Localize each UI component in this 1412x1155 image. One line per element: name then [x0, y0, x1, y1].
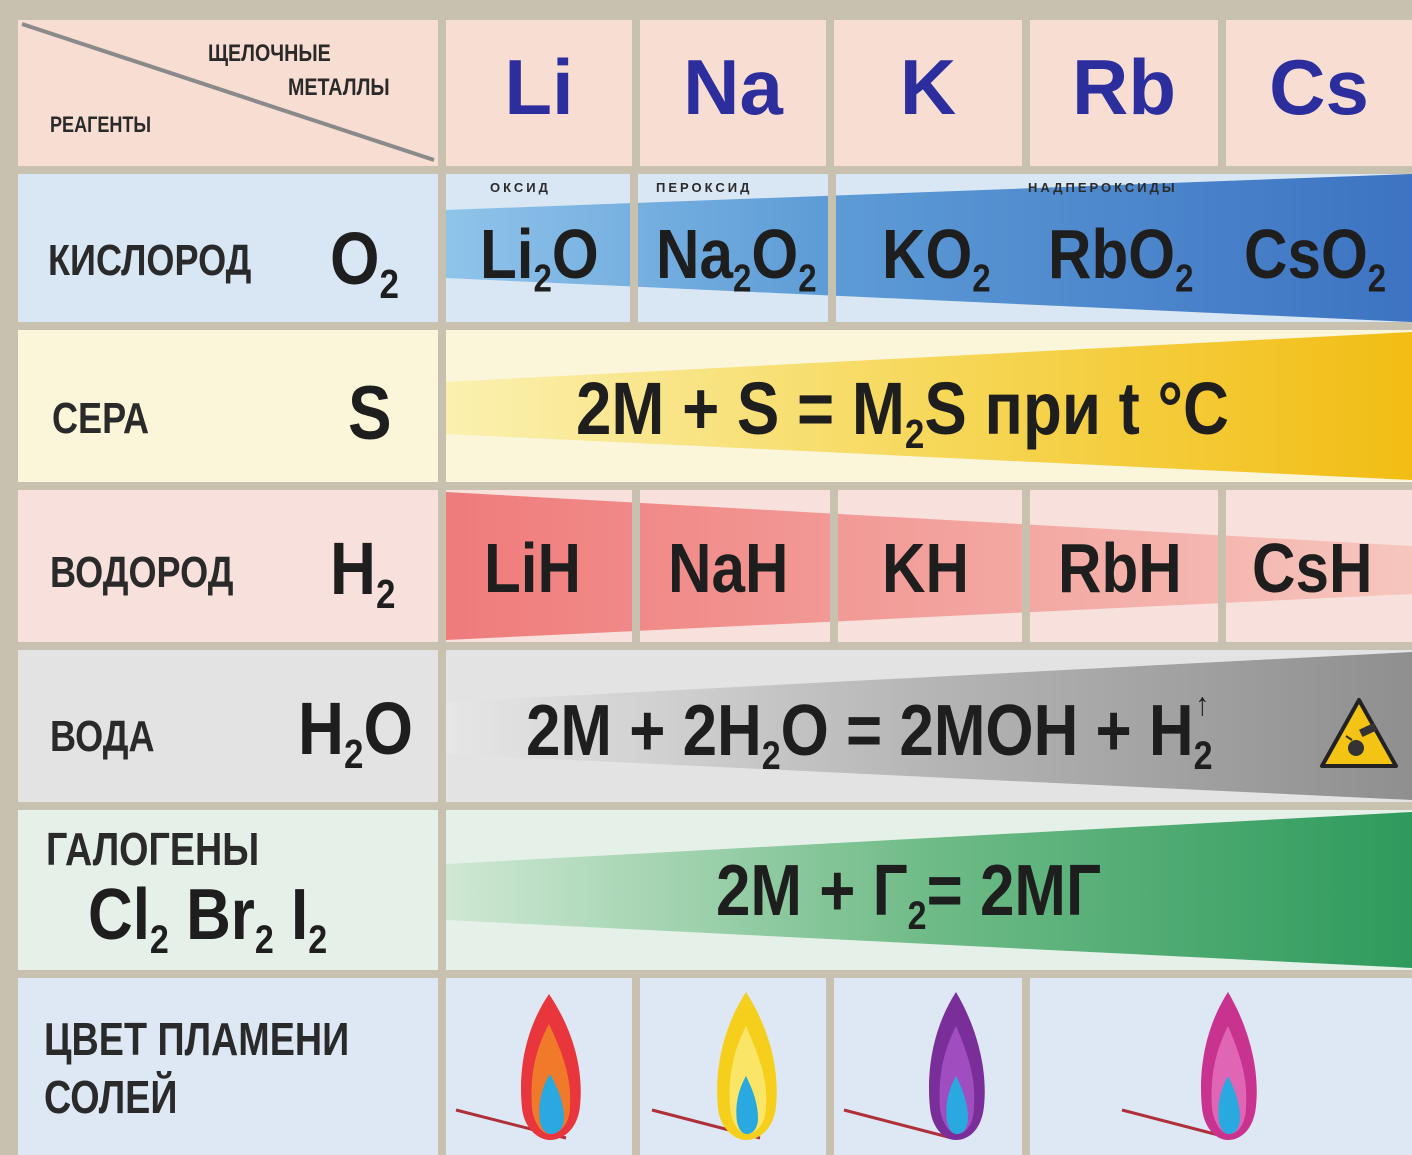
metal-header-rb: Rb [1030, 20, 1218, 166]
flame-violet-icon [843, 992, 985, 1140]
flame-yellow-icon [651, 992, 777, 1140]
sulfur-reaction-area: 2M + S = M2S при t °C [446, 330, 1412, 482]
product-kh: KH [882, 529, 969, 607]
type-peroxide: ПЕРОКСИД [656, 180, 753, 195]
reagent-oxygen: КИСЛОРОД O2 [18, 174, 438, 322]
oxygen-products-area: ОКСИД ПЕРОКСИД НАДПЕРОКСИДЫ Li2O Na2O2 K… [446, 174, 1412, 322]
reagent-sulfur-formula: S [348, 371, 392, 456]
sulfur-wedge [446, 332, 1412, 480]
flame-color-label-line1: ЦВЕТ ПЛАМЕНИ [44, 1013, 350, 1065]
reagent-flame-color: ЦВЕТ ПЛАМЕНИ СОЛЕЙ [18, 978, 438, 1155]
flame-rb-cs-cell [1030, 978, 1412, 1155]
product-rbo2: RbO2 [1048, 215, 1194, 301]
product-li2o: Li2O [480, 215, 599, 301]
reagent-oxygen-formula: O2 [330, 217, 399, 308]
reagent-water: ВОДА H2O [18, 650, 438, 802]
hydrogen-products-area: LiH NaH KH RbH CsH [446, 490, 1412, 642]
sulfur-equation: 2M + S = M2S при t °C [576, 367, 1229, 458]
product-nah: NaH [668, 529, 789, 607]
reagent-sulfur-label: СЕРА [52, 394, 150, 443]
reagent-halogens: ГАЛОГЕНЫ Cl2 Br2 I2 [18, 810, 438, 970]
halogens-reaction-area: 2M + Г2= 2МГ [446, 810, 1412, 970]
oxygen-wedge [446, 174, 1412, 322]
reagent-water-label: ВОДА [50, 712, 155, 761]
reagent-sulfur: СЕРА S [18, 330, 438, 482]
metal-header-cs: Cs [1226, 20, 1412, 166]
product-ko2: KO2 [882, 215, 991, 301]
metal-header-k: K [834, 20, 1022, 166]
reagent-halogens-label: ГАЛОГЕНЫ [46, 823, 260, 875]
type-superoxides: НАДПЕРОКСИДЫ [1028, 180, 1178, 195]
water-equation: 2M + 2H2O = 2MOH + H2↑ [526, 686, 1213, 778]
metals-label-line1: ЩЕЛОЧНЫЕ [208, 40, 331, 67]
flame-k-cell [834, 978, 1022, 1155]
reagent-water-formula: H2O [298, 687, 413, 778]
reagent-halogens-formulas: Cl2 Br2 I2 [88, 875, 328, 962]
type-oxide: ОКСИД [490, 180, 551, 195]
product-cso2: CsO2 [1244, 215, 1387, 301]
flame-na-cell [640, 978, 826, 1155]
corner-cell: ЩЕЛОЧНЫЕ МЕТАЛЛЫ РЕАГЕНТЫ [18, 20, 438, 166]
hydrogen-wedge [446, 490, 1412, 642]
reagent-hydrogen: ВОДОРОД H2 [18, 490, 438, 642]
reagent-oxygen-label: КИСЛОРОД [48, 236, 252, 285]
warning-hazard-icon [1320, 698, 1398, 768]
metal-header-na: Na [640, 20, 826, 166]
metals-label-line2: МЕТАЛЛЫ [288, 74, 390, 101]
product-csh: CsH [1252, 529, 1373, 607]
product-lih: LiH [484, 529, 581, 607]
water-reaction-area: 2M + 2H2O = 2MOH + H2↑ [446, 650, 1412, 802]
product-na2o2: Na2O2 [656, 215, 817, 301]
halogens-wedge [446, 812, 1412, 968]
flame-pink-icon [1121, 992, 1257, 1140]
reagents-label: РЕАГЕНТЫ [50, 112, 152, 137]
flame-li-cell [446, 978, 632, 1155]
metal-header-li: Li [446, 20, 632, 166]
water-wedge [446, 652, 1412, 800]
diagonal-divider [21, 22, 435, 162]
halogens-equation: 2M + Г2= 2МГ [716, 851, 1102, 938]
reagent-hydrogen-label: ВОДОРОД [50, 548, 234, 597]
reagent-hydrogen-formula: H2 [330, 527, 396, 618]
product-rbh: RbH [1058, 529, 1182, 607]
flame-color-label-line2: СОЛЕЙ [44, 1071, 178, 1123]
flame-red-icon [455, 994, 581, 1140]
